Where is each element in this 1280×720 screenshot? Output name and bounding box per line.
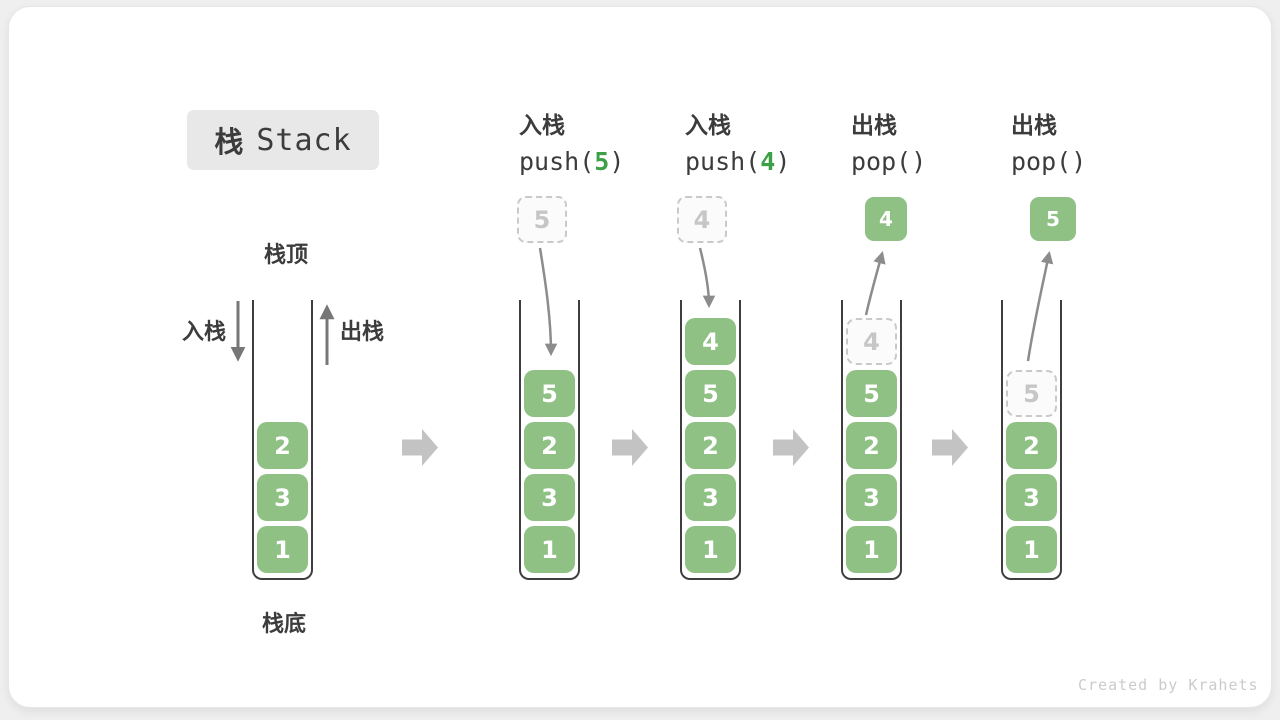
pop-direction-label: 出栈 (340, 320, 385, 345)
stack-cell: 5 (685, 370, 736, 417)
code-post: ) (1071, 147, 1087, 176)
code-pre: push( (685, 147, 761, 176)
float-box-popped-5: 5 (1030, 197, 1076, 241)
stack-cell: 5 (524, 370, 575, 417)
stack-cell: 3 (524, 474, 575, 521)
code-post: ) (911, 147, 927, 176)
op-header-pop4: 出栈 pop() (851, 106, 926, 176)
stack-cell: 1 (524, 526, 575, 573)
stack-container-initial: 2 3 1 (252, 300, 313, 580)
op-label: 出栈 (1011, 113, 1057, 139)
op-header-pop5: 出栈 pop() (1011, 106, 1086, 176)
code-pre: pop( (851, 147, 912, 176)
op-header-push4: 入栈 push(4) (685, 106, 790, 176)
stack-cell: 3 (685, 474, 736, 521)
title-latin: Stack (256, 122, 352, 158)
stack-cell: 2 (846, 422, 897, 469)
watermark: Created by Krahets (1078, 676, 1259, 694)
stack-top-label: 栈顶 (263, 243, 308, 268)
float-box-popped-4: 4 (865, 197, 907, 241)
stack-cell: 5 (846, 370, 897, 417)
stack-cell: 1 (1006, 526, 1057, 573)
op-label: 入栈 (685, 113, 731, 139)
stack-cell: 4 (685, 318, 736, 365)
stack-container-pop5: 5 2 3 1 (1001, 300, 1062, 580)
push-direction-label: 入栈 (181, 320, 226, 345)
code-arg: 4 (760, 147, 776, 176)
stack-container-pop4: 4 5 2 3 1 (841, 300, 902, 580)
stack-cell: 1 (685, 526, 736, 573)
op-label: 出栈 (851, 113, 897, 139)
stack-cell: 3 (846, 474, 897, 521)
stack-cell: 2 (1006, 422, 1057, 469)
code-pre: push( (519, 147, 595, 176)
code-pre: pop( (1011, 147, 1072, 176)
stack-cell: 3 (1006, 474, 1057, 521)
op-code: push(5) (519, 147, 624, 176)
code-arg: 5 (594, 147, 610, 176)
stack-bottom-label: 栈底 (261, 612, 306, 637)
code-post: ) (609, 147, 625, 176)
float-box-push-4: 4 (677, 196, 727, 243)
stack-cell: 3 (257, 474, 308, 521)
stack-container-after-push5: 5 2 3 1 (519, 300, 580, 580)
code-post: ) (775, 147, 791, 176)
stack-cell: 2 (685, 422, 736, 469)
stack-container-after-push4: 4 5 2 3 1 (680, 300, 741, 580)
op-header-push5: 入栈 push(5) (519, 106, 624, 176)
op-label: 入栈 (519, 113, 565, 139)
stack-cell: 1 (846, 526, 897, 573)
op-code: pop() (1011, 147, 1086, 176)
stack-cell: 1 (257, 526, 308, 573)
op-code: push(4) (685, 147, 790, 176)
float-box-push-5: 5 (517, 196, 567, 243)
stack-cell: 2 (524, 422, 575, 469)
stack-cell: 2 (257, 422, 308, 469)
title-badge: 栈 Stack (187, 110, 379, 170)
stack-cell-ghost: 4 (846, 318, 897, 365)
op-code: pop() (851, 147, 926, 176)
title-cjk: 栈 (214, 125, 244, 159)
stack-cell-ghost: 5 (1006, 370, 1057, 417)
